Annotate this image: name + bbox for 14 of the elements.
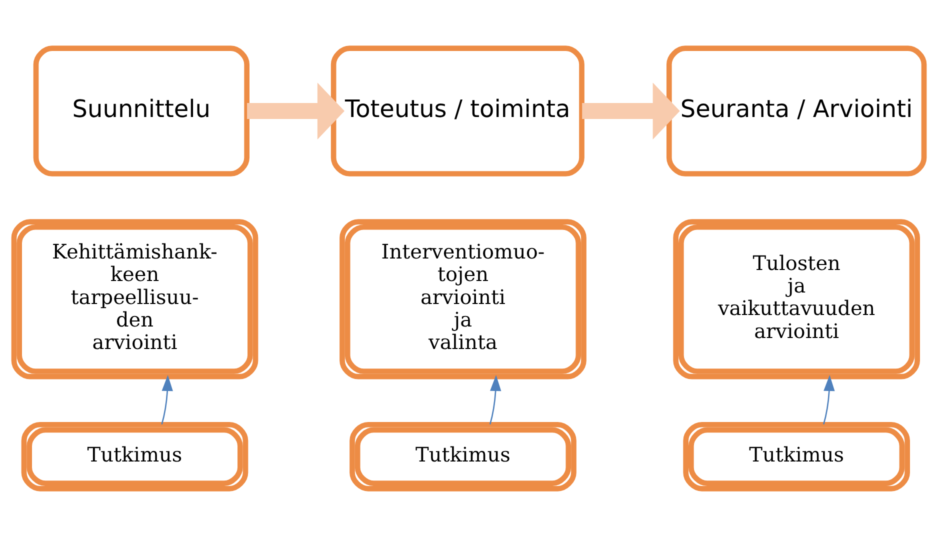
- arrow: [247, 82, 344, 139]
- node-box: Kehittämishank- keen tarpeellisuu- den arviointi: [11, 218, 258, 379]
- arrow: [161, 374, 173, 424]
- node-box: Interventiomuo- tojen arviointi ja valinta: [340, 218, 586, 379]
- node-box: Suunnittelu: [33, 45, 250, 176]
- node-box: Tutkimus: [683, 421, 910, 491]
- arrow: [582, 82, 680, 139]
- arrow: [489, 374, 502, 424]
- node-box: Tutkimus: [350, 421, 576, 491]
- node-box: Toteutus / toiminta: [330, 45, 584, 176]
- node-box: Seuranta / Arviointi: [666, 45, 927, 176]
- node-box: Tutkimus: [21, 421, 248, 491]
- node-box: Tulosten ja vaikuttavuuden arviointi: [673, 218, 920, 379]
- arrow: [822, 374, 835, 424]
